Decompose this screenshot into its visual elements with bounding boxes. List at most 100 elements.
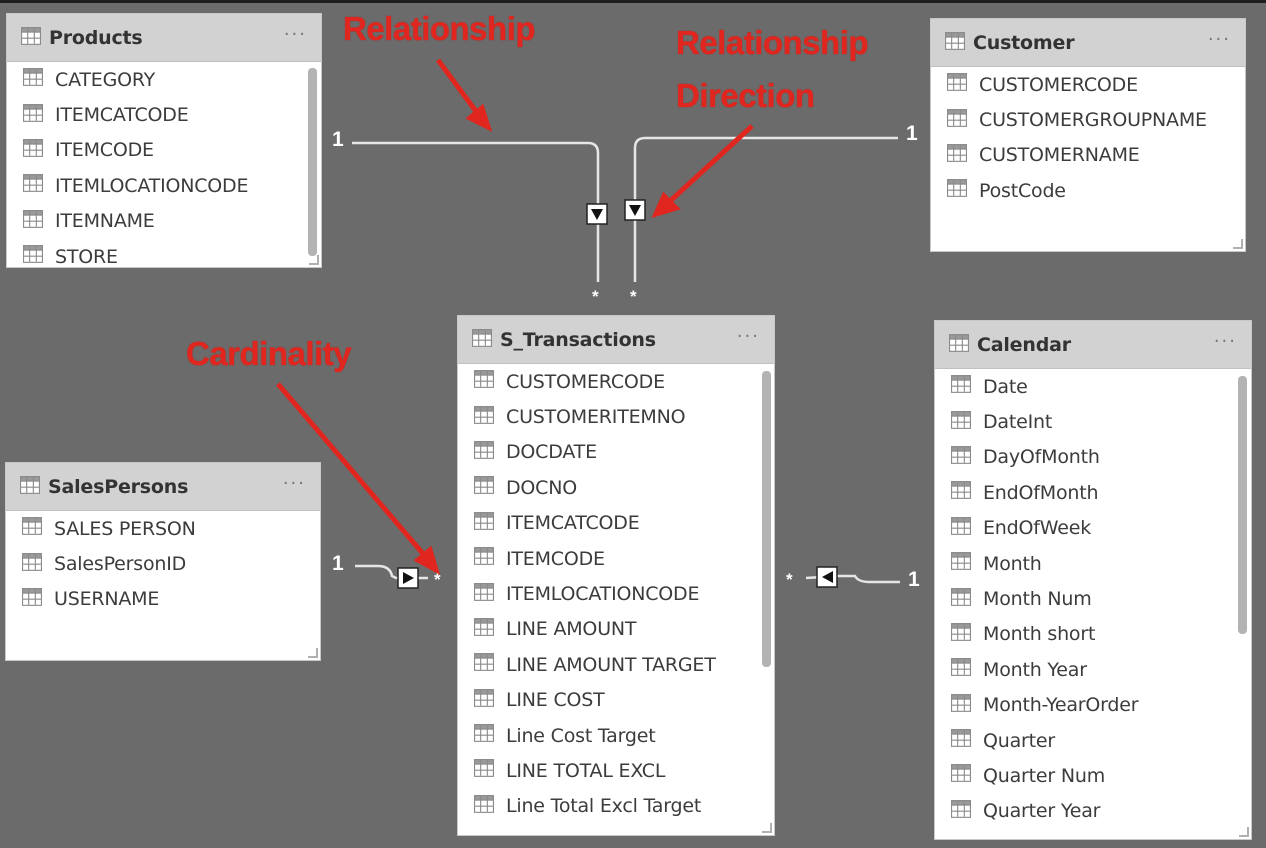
field-row[interactable]: ITEMLOCATIONCODE bbox=[7, 168, 321, 203]
field-row[interactable]: Line Total Excl Target bbox=[458, 789, 774, 824]
field-label: CUSTOMERCODE bbox=[506, 370, 665, 393]
annotation-relationship-direction-line2: Direction bbox=[676, 77, 815, 114]
table-column-icon bbox=[23, 209, 43, 233]
field-label: CUSTOMERNAME bbox=[979, 144, 1140, 167]
field-row[interactable]: EndOfWeek bbox=[935, 511, 1251, 546]
more-options-icon[interactable]: ··· bbox=[283, 24, 307, 45]
table-column-icon bbox=[474, 547, 494, 570]
vertical-scrollbar[interactable] bbox=[762, 371, 771, 667]
field-row[interactable]: CUSTOMERCODE bbox=[458, 364, 774, 399]
field-label: CUSTOMERGROUPNAME bbox=[979, 109, 1207, 132]
field-label: ITEMLOCATIONCODE bbox=[55, 174, 249, 197]
table-column-icon bbox=[474, 405, 494, 429]
table-header[interactable]: Products ··· bbox=[7, 14, 321, 62]
field-row[interactable]: Month Year bbox=[935, 652, 1251, 687]
field-row[interactable]: Month short bbox=[935, 617, 1251, 652]
table-header[interactable]: SalesPersons ··· bbox=[6, 463, 320, 511]
resize-grip-icon[interactable] bbox=[1239, 827, 1249, 837]
field-row[interactable]: Quarter Year bbox=[935, 794, 1251, 829]
field-label: Month short bbox=[983, 623, 1096, 646]
field-row[interactable]: LINE AMOUNT TARGET bbox=[458, 647, 774, 682]
field-row[interactable]: CATEGORY bbox=[7, 62, 321, 97]
field-row[interactable]: Date bbox=[935, 369, 1251, 404]
field-row[interactable]: LINE COST bbox=[458, 683, 774, 718]
table-card-customer[interactable]: Customer ··· CUSTOMERCODE CUSTOMERGROUPNA… bbox=[930, 18, 1246, 252]
table-header[interactable]: S_Transactions ··· bbox=[458, 316, 774, 364]
relationship-line-calendar bbox=[805, 574, 900, 584]
field-label: CUSTOMERITEMNO bbox=[506, 406, 686, 429]
field-label: Quarter Num bbox=[983, 764, 1106, 787]
relationship-line-customer bbox=[633, 136, 898, 282]
field-row[interactable]: ITEMLOCATIONCODE bbox=[458, 576, 774, 611]
field-row[interactable]: EndOfMonth bbox=[935, 475, 1251, 510]
table-header[interactable]: Calendar ··· bbox=[935, 321, 1251, 369]
field-label: LINE AMOUNT TARGET bbox=[506, 653, 716, 676]
field-label: SALES PERSON bbox=[54, 517, 196, 540]
field-row[interactable]: Quarter bbox=[935, 723, 1251, 758]
field-row[interactable]: DOCDATE bbox=[458, 435, 774, 470]
field-row[interactable]: PostCode bbox=[931, 173, 1245, 208]
table-card-transactions[interactable]: S_Transactions ··· CUSTOMERCODE CUSTOMERI… bbox=[457, 315, 775, 836]
field-row[interactable]: Quarter Num bbox=[935, 758, 1251, 793]
field-label: DayOfMonth bbox=[983, 446, 1100, 469]
field-label: STORE bbox=[55, 245, 118, 268]
field-label: CATEGORY bbox=[55, 68, 156, 91]
field-row[interactable]: USERNAME bbox=[6, 582, 320, 617]
field-row[interactable]: Line Cost Target bbox=[458, 718, 774, 753]
field-row[interactable]: Month-YearOrder bbox=[935, 688, 1251, 723]
field-row[interactable]: ITEMCATCODE bbox=[458, 506, 774, 541]
field-label: Quarter bbox=[983, 729, 1056, 752]
field-row[interactable]: SALES PERSON bbox=[6, 511, 320, 546]
field-row[interactable]: SalesPersonID bbox=[6, 546, 320, 581]
relationship-line-products bbox=[352, 141, 600, 282]
table-header[interactable]: Customer ··· bbox=[931, 19, 1245, 67]
field-row[interactable]: DayOfMonth bbox=[935, 440, 1251, 475]
table-column-icon bbox=[22, 552, 42, 576]
field-row[interactable]: Month bbox=[935, 546, 1251, 581]
field-row[interactable]: CUSTOMERITEMNO bbox=[458, 399, 774, 434]
field-row[interactable]: CUSTOMERNAME bbox=[931, 138, 1245, 173]
field-row[interactable]: STORE bbox=[7, 239, 321, 268]
table-card-salespersons[interactable]: SalesPersons ··· SALES PERSON SalesPerson… bbox=[5, 462, 321, 661]
field-row[interactable]: Month Num bbox=[935, 581, 1251, 616]
field-label: EndOfMonth bbox=[983, 481, 1099, 504]
more-options-icon[interactable]: ··· bbox=[736, 326, 760, 347]
resize-grip-icon[interactable] bbox=[1233, 239, 1243, 249]
resize-grip-icon[interactable] bbox=[308, 648, 318, 658]
vertical-scrollbar[interactable] bbox=[1238, 376, 1247, 634]
more-options-icon[interactable]: ··· bbox=[1207, 29, 1231, 50]
table-column-icon bbox=[951, 481, 971, 504]
vertical-scrollbar[interactable] bbox=[308, 68, 317, 256]
table-column-icon bbox=[947, 73, 967, 96]
field-row[interactable]: ITEMCATCODE bbox=[7, 97, 321, 132]
field-row[interactable]: ITEMNAME bbox=[7, 204, 321, 239]
table-column-icon bbox=[951, 799, 971, 823]
field-label: Date bbox=[983, 375, 1028, 398]
resize-grip-icon[interactable] bbox=[309, 255, 319, 265]
table-column-icon bbox=[474, 618, 494, 641]
field-row[interactable]: LINE TOTAL EXCL bbox=[458, 753, 774, 788]
field-label: LINE AMOUNT bbox=[506, 618, 637, 641]
field-label: PostCode bbox=[979, 179, 1066, 202]
field-row[interactable]: DateInt bbox=[935, 404, 1251, 439]
field-row[interactable]: LINE AMOUNT bbox=[458, 612, 774, 647]
field-label: ITEMCATCODE bbox=[506, 512, 640, 535]
field-label: ITEMCODE bbox=[506, 547, 605, 570]
table-column-icon bbox=[951, 587, 971, 611]
field-row[interactable]: CUSTOMERGROUPNAME bbox=[931, 102, 1245, 137]
more-options-icon[interactable]: ··· bbox=[1213, 331, 1237, 352]
field-row[interactable]: DOCNO bbox=[458, 470, 774, 505]
field-label: Month Num bbox=[983, 588, 1092, 611]
more-options-icon[interactable]: ··· bbox=[282, 473, 306, 494]
resize-grip-icon[interactable] bbox=[762, 823, 772, 833]
field-list: CUSTOMERCODE CUSTOMERGROUPNAME CUSTOMERNAM… bbox=[931, 67, 1245, 209]
field-row[interactable]: CUSTOMERCODE bbox=[931, 67, 1245, 102]
field-row[interactable]: ITEMCODE bbox=[7, 133, 321, 168]
field-row[interactable]: ITEMCODE bbox=[458, 541, 774, 576]
